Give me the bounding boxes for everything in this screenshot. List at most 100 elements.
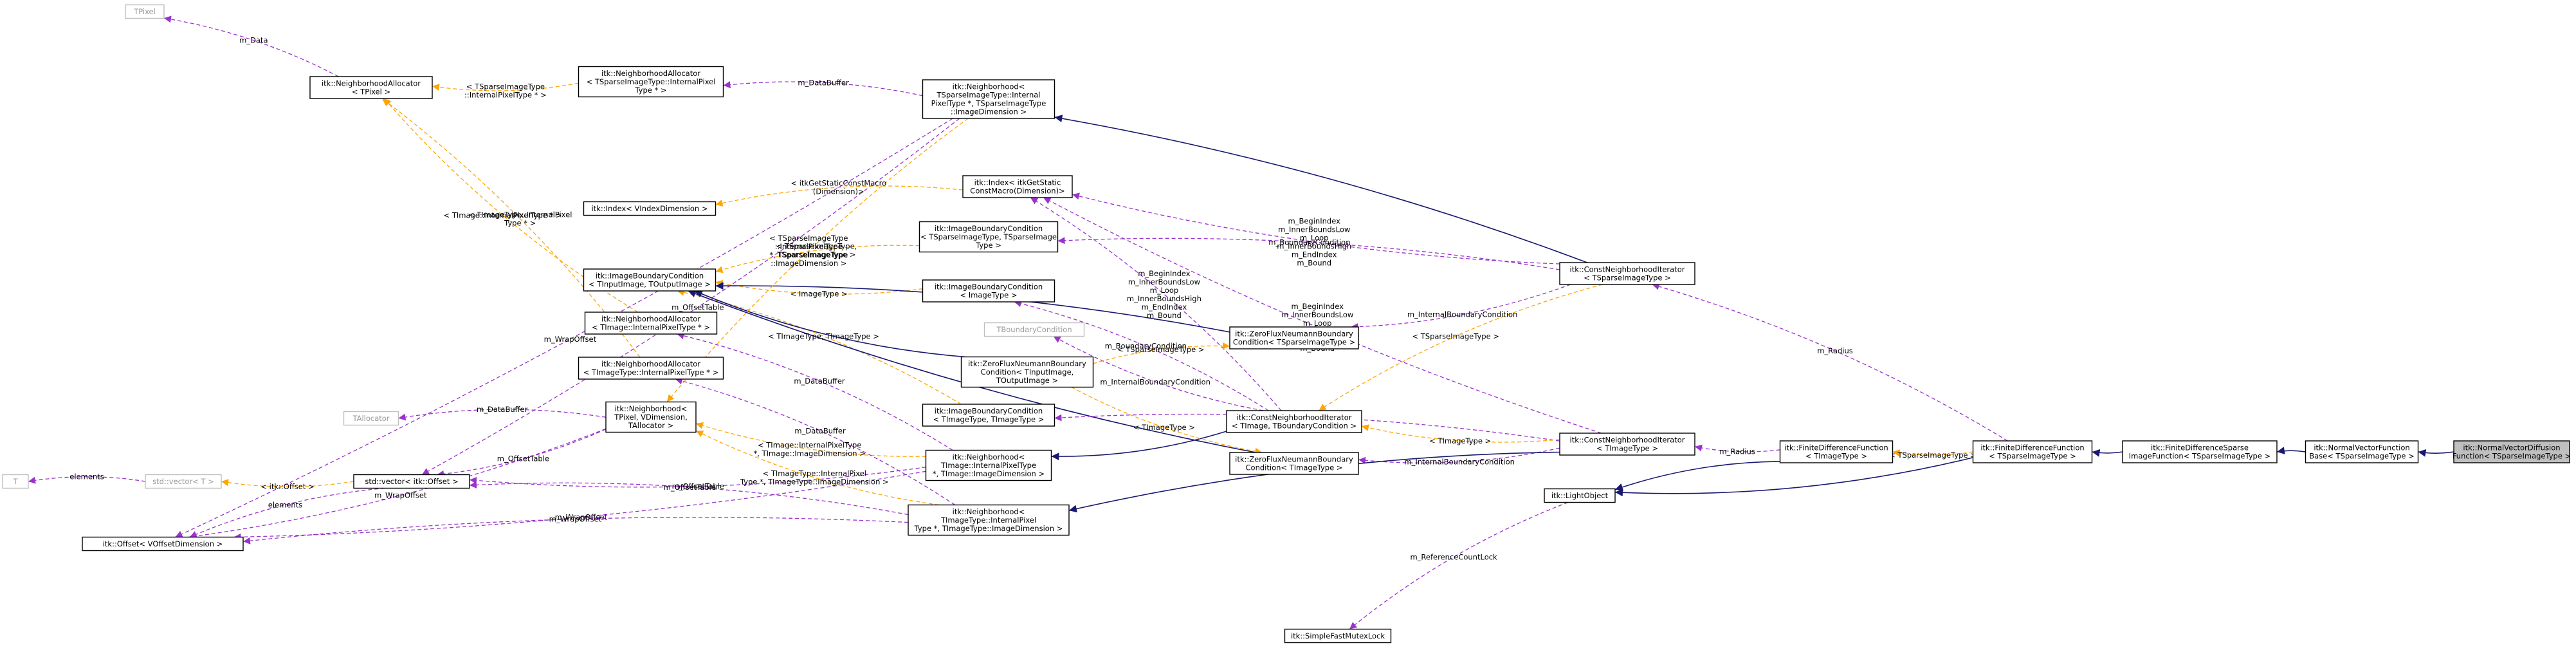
- node-box: [1559, 433, 1695, 456]
- edge-label-line: m_OffsetTable: [671, 303, 724, 312]
- class-node-tpixel: TPixel: [125, 4, 165, 19]
- edge-label-line: m_InnerBoundsHigh: [1277, 241, 1351, 250]
- edge-inherit: [1614, 457, 1973, 497]
- node-label-line: < TInputImage, TOutputImage >: [589, 280, 711, 289]
- class-node-stdvector-offset[interactable]: std::vector< itk::Offset >: [353, 474, 470, 489]
- edge-label-line: m_ReferenceCountLock: [1410, 552, 1497, 561]
- node-box: [584, 312, 718, 335]
- node-label-line: itk::ZeroFluxNeumannBoundary: [968, 359, 1086, 368]
- node-label-line: < TSparseImageType >: [1989, 452, 2076, 461]
- edge-label-line: m_Radius: [1719, 447, 1755, 456]
- edge-usage: [28, 476, 146, 484]
- class-node-lightobject[interactable]: itk::LightObject: [1544, 488, 1616, 503]
- class-node-neighborhood-tpixel[interactable]: itk::Neighborhood<TPixel, VDimension,TAl…: [605, 401, 697, 433]
- class-node-ibc-sparse[interactable]: itk::ImageBoundaryCondition< TSparseImag…: [918, 221, 1059, 253]
- node-box: [1226, 410, 1362, 433]
- edge-template: [432, 82, 579, 91]
- class-node-nalloc-timageinternal2[interactable]: itk::NeighborhoodAllocator< TImageType::…: [578, 357, 724, 380]
- class-node-cni-timagetype[interactable]: itk::ConstNeighborhoodIterator< TImageTy…: [1559, 433, 1695, 456]
- edge-label: m_WrapOffset: [549, 515, 602, 524]
- edge-template: [381, 98, 641, 358]
- edge-label-line: m_DataBuffer: [794, 377, 845, 386]
- node-label-line: TAllocator: [352, 414, 389, 423]
- edges-layer: [28, 15, 2454, 630]
- edge-inherit: [1054, 115, 1587, 263]
- edge-label-line: m_BoundaryCondition: [1105, 342, 1187, 351]
- edge-label-line: m_EndIndex: [1292, 250, 1337, 259]
- edge-label-line: m_WrapOffset: [549, 515, 602, 524]
- class-node-cni-sparse[interactable]: itk::ConstNeighborhoodIterator< TSparseI…: [1559, 262, 1695, 285]
- edge-label-line: m_Bound: [1297, 258, 1331, 267]
- class-node-neighborhood-timagetypeinternal[interactable]: itk::Neighborhood<TImageType::InternalPi…: [908, 504, 1070, 536]
- edge-label: m_DataBuffer: [794, 377, 845, 386]
- class-node-ibc-timagetype[interactable]: itk::ImageBoundaryCondition< TImageType,…: [922, 404, 1055, 427]
- edge-label-line: m_InnerBoundsLow: [1128, 277, 1200, 286]
- node-label-line: < TImageType::InternalPixelType * >: [583, 368, 719, 377]
- node-box: [583, 268, 717, 292]
- node-label-line: *, TImage::ImageDimension >: [933, 469, 1045, 478]
- edge-template: [695, 430, 939, 506]
- class-node-fdsif[interactable]: itk::FiniteDifferenceSparseImageFunction…: [2122, 440, 2278, 463]
- class-node-indexvindex[interactable]: itk::Index< VIndexDimension >: [583, 201, 717, 216]
- node-box: [343, 411, 399, 426]
- node-label-line: itk::ZeroFluxNeumannBoundary: [1235, 330, 1353, 339]
- node-label-line: itk::ConstNeighborhoodIterator: [1570, 265, 1685, 274]
- node-box: [578, 66, 724, 98]
- edge-template: [1361, 424, 1560, 443]
- class-node-nalloc-timageinternal1[interactable]: itk::NeighborhoodAllocator< TImage::Inte…: [584, 312, 718, 335]
- class-node-ibc-timage[interactable]: itk::ImageBoundaryCondition< ImageType >: [922, 279, 1055, 303]
- class-node-fdf-timagetype[interactable]: itk::FiniteDifferenceFunction< TImageTyp…: [1779, 440, 1894, 463]
- node-label-line: itk::Index< VIndexDimension >: [591, 204, 708, 213]
- class-node-fdf-sparse[interactable]: itk::FiniteDifferenceFunction< TSparseIm…: [1972, 440, 2093, 463]
- edge-label: m_Radius: [1817, 346, 1853, 355]
- edge-label: < TImage::InternalPixelType * >: [444, 210, 562, 219]
- node-label-line: itk::ImageBoundaryCondition: [596, 272, 704, 281]
- edge-label-line: < TSparseImageType,: [776, 242, 857, 251]
- node-label-line: < TImageType >: [1805, 452, 1867, 461]
- node-label-line: TPixel, VDimension,: [614, 413, 688, 422]
- node-box: [125, 4, 165, 19]
- class-node-indexgetstatic[interactable]: itk::Index< itkGetStaticConstMacro(Dimen…: [962, 175, 1073, 198]
- class-node-nalloc-tpixel[interactable]: itk::NeighborhoodAllocator< TPixel >: [309, 76, 433, 99]
- node-box: [82, 536, 244, 552]
- edge-label-line: m_DataBuffer: [794, 426, 846, 435]
- edge-label: m_Data: [239, 36, 268, 45]
- edge-template: [715, 245, 920, 274]
- edge-inherit: [1614, 461, 1780, 491]
- node-label-line: PixelType *, TSparseImageType: [931, 99, 1046, 108]
- class-node-nalloc-sparseinternal[interactable]: itk::NeighborhoodAllocator< TSparseImage…: [578, 66, 724, 98]
- edge-label-line: m_Data: [239, 36, 268, 45]
- class-node-neighborhood-timageinternal[interactable]: itk::Neighborhood<TImage::InternalPixelT…: [925, 449, 1052, 481]
- class-node-offset[interactable]: itk::Offset< VOffsetDimension >: [82, 536, 244, 552]
- node-label-line: < TImage, TBoundaryCondition >: [1232, 422, 1357, 431]
- edge-label: m_ReferenceCountLock: [1410, 552, 1497, 561]
- edge-label: m_OffsetTable: [672, 482, 724, 491]
- class-node-tboundarycondition: TBoundaryCondition: [983, 322, 1085, 337]
- edge-label: m_WrapOffset: [544, 335, 597, 344]
- class-node-ibc-tinput[interactable]: itk::ImageBoundaryCondition< TInputImage…: [583, 268, 717, 292]
- class-node-cni-timage-tbc[interactable]: itk::ConstNeighborhoodIterator< TImage, …: [1226, 410, 1362, 433]
- edge-label: < TImageType >: [1429, 436, 1491, 445]
- edge-label: m_WrapOffset: [555, 512, 608, 521]
- node-box: [908, 504, 1070, 536]
- node-label-line: itk::ConstNeighborhoodIterator: [1570, 436, 1685, 445]
- node-box: [962, 175, 1073, 198]
- node-label-line: TOutputImage >: [996, 376, 1058, 385]
- edge-label-line: < TSparseImageType: [769, 234, 848, 243]
- node-label-line: TPixel: [133, 7, 156, 16]
- edge-usage: [163, 15, 339, 77]
- node-label-line: TImage::InternalPixelType: [940, 461, 1036, 470]
- edge-label: m_InternalBoundaryCondition: [1404, 458, 1515, 467]
- node-label-line: < TSparseImageType >: [1584, 274, 1670, 283]
- edge-usage: [723, 81, 923, 97]
- node-label-line: Condition< TInputImage,: [981, 368, 1074, 377]
- edge-label-line: (Dimension)>: [813, 187, 864, 196]
- node-box: [2453, 440, 2570, 463]
- class-node-neighborhood-sparse[interactable]: itk::Neighborhood<TSparseImageType::Inte…: [922, 79, 1055, 119]
- class-node-simplefastmutexlock[interactable]: itk::SimpleFastMutexLock: [1284, 628, 1392, 644]
